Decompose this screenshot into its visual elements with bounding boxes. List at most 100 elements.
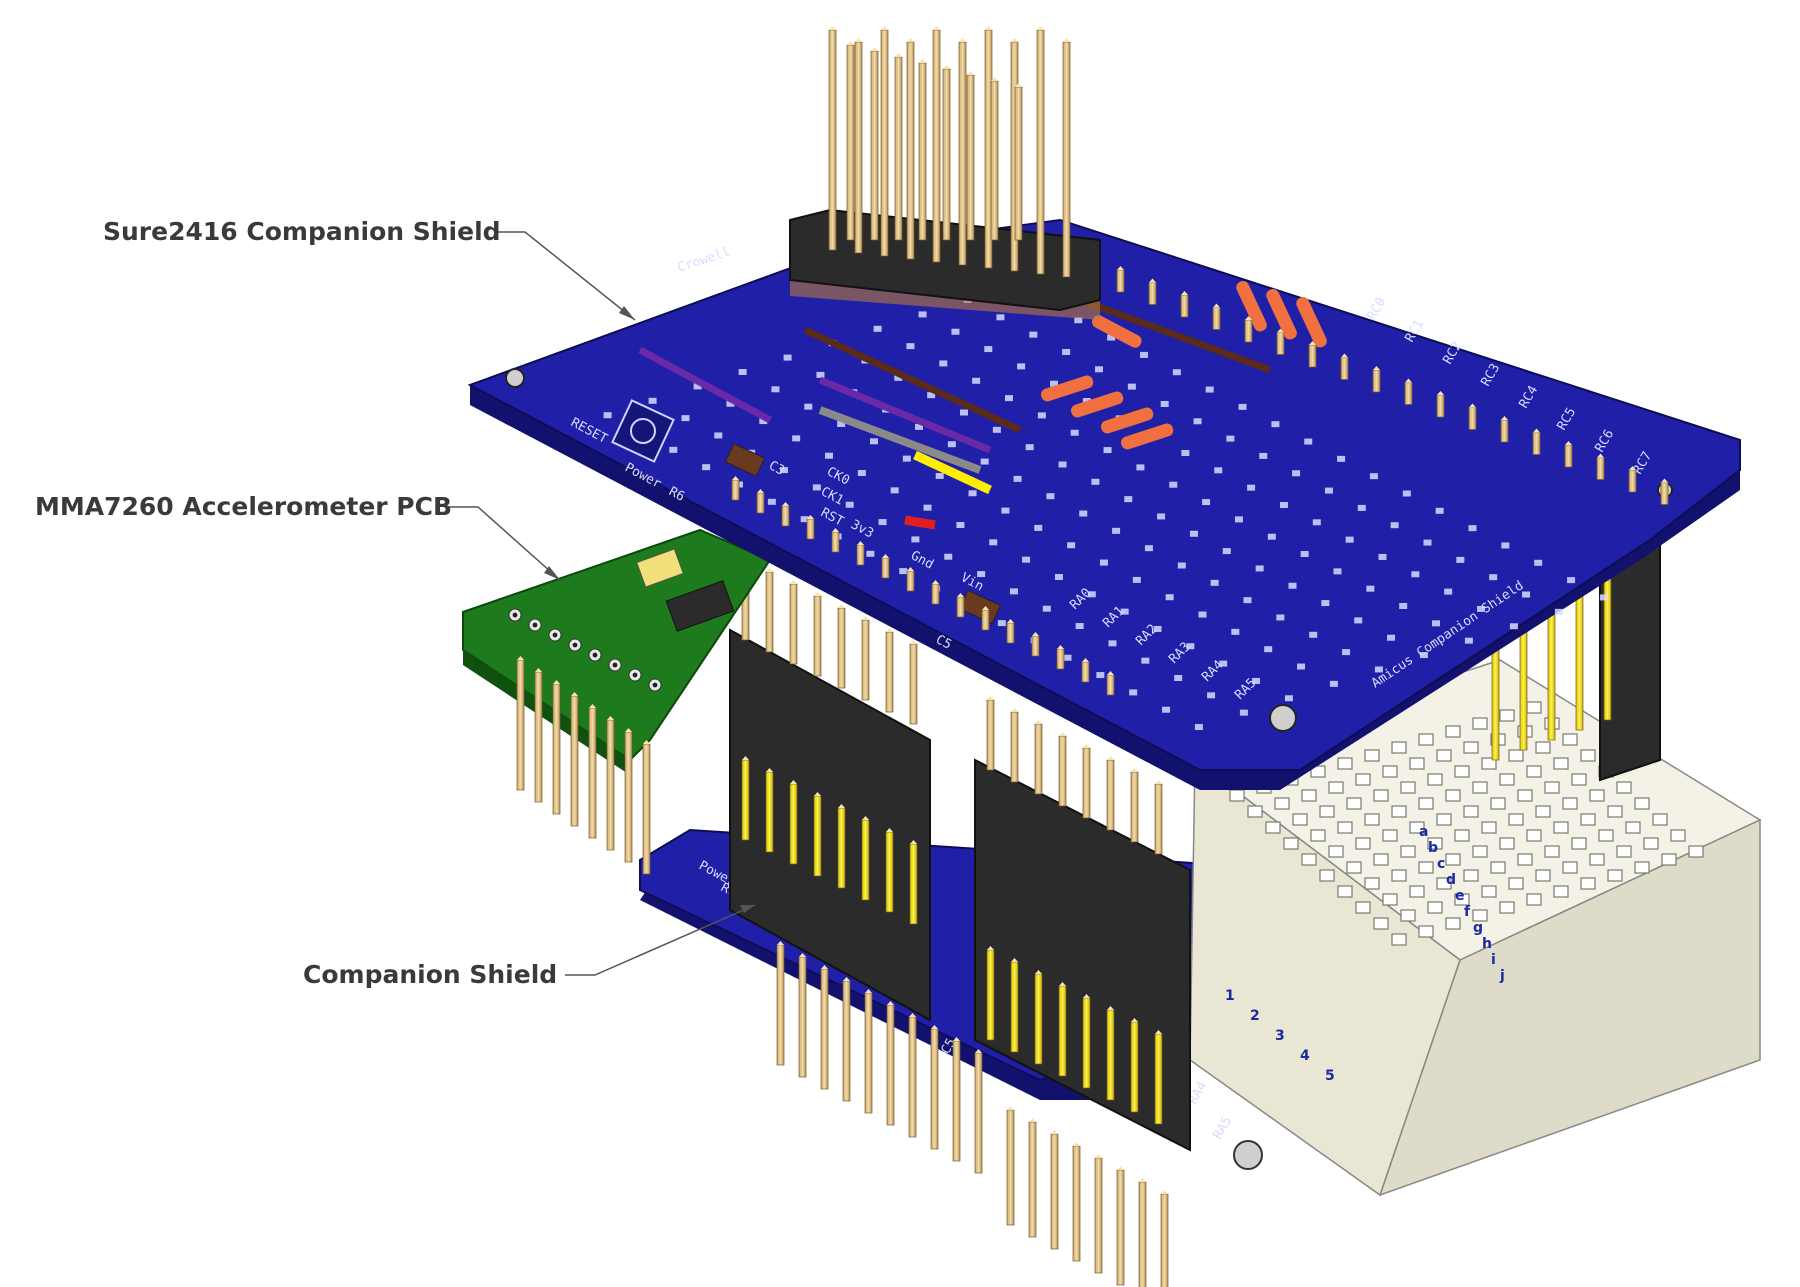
- perf-hole: [1120, 608, 1129, 615]
- perf-hole: [1321, 600, 1330, 607]
- bottom-pin: [908, 1016, 917, 1138]
- leader-top: [498, 231, 636, 321]
- edge-pin: [1436, 394, 1445, 418]
- perf-hole: [1013, 475, 1022, 482]
- c3-label: C3: [766, 458, 787, 479]
- perf-hole: [1276, 614, 1285, 621]
- breadboard-hole: [1373, 853, 1389, 866]
- breadboard-hole: [1400, 781, 1416, 794]
- perf-hole: [918, 311, 927, 318]
- perf-hole: [1058, 461, 1067, 468]
- breadboard-hole: [1580, 813, 1596, 826]
- perf-hole: [1464, 637, 1473, 644]
- pin-tip: [1083, 994, 1090, 998]
- breadboard-hole: [1571, 773, 1587, 786]
- tall-header-pin: [828, 29, 837, 251]
- tall-header-pin: [1036, 29, 1045, 275]
- perf-hole: [1193, 418, 1202, 425]
- breadboard-row-label: 1: [1225, 988, 1235, 1004]
- edge-pin: [781, 505, 790, 527]
- edge-pin: [1056, 648, 1065, 670]
- c5-label: C5: [933, 632, 954, 653]
- pin-tip: [799, 953, 806, 957]
- perf-hole: [603, 412, 612, 419]
- accel-pin: [534, 671, 543, 803]
- breadboard-hole: [1670, 829, 1686, 842]
- pin-tip: [1032, 632, 1039, 636]
- stacking-pin: [909, 643, 918, 725]
- edge-pin: [1596, 457, 1605, 480]
- accel-pad-hole: [512, 612, 518, 618]
- breadboard-hole: [1319, 869, 1335, 882]
- pin-tip: [766, 768, 773, 772]
- perf-hole: [1177, 562, 1186, 569]
- perf-hole: [1444, 588, 1453, 595]
- wire-purple: [638, 346, 772, 424]
- perf-hole: [1124, 496, 1133, 503]
- pin-tip: [1011, 38, 1018, 42]
- accel-pad-hole: [552, 632, 558, 638]
- pin-tip: [907, 38, 914, 42]
- pin-tip: [931, 1025, 938, 1029]
- pin-tip: [847, 41, 854, 45]
- pin-tip: [1035, 970, 1042, 974]
- edge-pin: [981, 609, 990, 631]
- breadboard-hole: [1526, 829, 1542, 842]
- middle-stacking-headers: [729, 518, 1661, 1152]
- pin-tip: [987, 946, 994, 950]
- perf-hole: [1271, 421, 1280, 428]
- breadboard-hole: [1616, 781, 1632, 794]
- bottom-header-pins: [776, 941, 1169, 1287]
- pin-tip: [782, 502, 789, 506]
- stacking-pin: [1106, 759, 1115, 831]
- breadboard-hole: [1508, 813, 1524, 826]
- breadboard-hole: [1445, 917, 1461, 930]
- pin-tip: [607, 716, 614, 720]
- stacking-pin: [1575, 589, 1584, 731]
- leader-middle: [448, 506, 561, 581]
- perf-hole: [1162, 706, 1171, 713]
- pin-tip: [1082, 658, 1089, 662]
- wire-brown: [803, 326, 1022, 434]
- tall-header-pin: [942, 68, 951, 241]
- stacking-pin: [1106, 1009, 1115, 1101]
- pin-tip: [907, 567, 914, 571]
- breadboard-hole: [1562, 861, 1578, 874]
- perf-hole: [1238, 403, 1247, 410]
- tall-header-pin: [880, 29, 889, 257]
- breadboard-hole: [1319, 805, 1335, 818]
- pin-tip: [807, 515, 814, 519]
- perf-hole: [1402, 490, 1411, 497]
- stacking-pin: [1010, 961, 1019, 1053]
- pin-tip: [625, 728, 632, 732]
- perf-hole: [1342, 649, 1351, 656]
- stacking-pin: [1034, 973, 1043, 1065]
- breadboard-hole: [1607, 869, 1623, 882]
- perf-hole: [1186, 643, 1195, 650]
- perf-hole: [1374, 666, 1383, 673]
- bottom-pin: [1006, 1109, 1015, 1226]
- perf-hole: [1108, 640, 1117, 647]
- perf-hole: [1329, 680, 1338, 687]
- pin-tip: [855, 38, 862, 42]
- pin-tip: [871, 47, 878, 51]
- breadboard-hole: [1544, 781, 1560, 794]
- perf-hole: [771, 386, 780, 393]
- pin-tip: [1095, 1154, 1102, 1158]
- breadboard-hole: [1310, 765, 1326, 778]
- perf-hole: [1284, 695, 1293, 702]
- perf-hole: [792, 435, 801, 442]
- stacking-pin: [1058, 735, 1067, 807]
- resistor: [1121, 423, 1174, 450]
- breadboard-col-label: a: [1419, 824, 1428, 840]
- pin-tip: [1059, 982, 1066, 986]
- perf-hole: [1304, 438, 1313, 445]
- pin-tip: [1117, 266, 1124, 270]
- perf-hole: [1390, 522, 1399, 529]
- perf-hole: [1300, 551, 1309, 558]
- pin-tip: [991, 77, 998, 81]
- breadboard-hole: [1481, 821, 1497, 834]
- bottom-pin: [886, 1004, 895, 1126]
- stacking-pin: [765, 771, 774, 853]
- perf-hole: [1205, 386, 1214, 393]
